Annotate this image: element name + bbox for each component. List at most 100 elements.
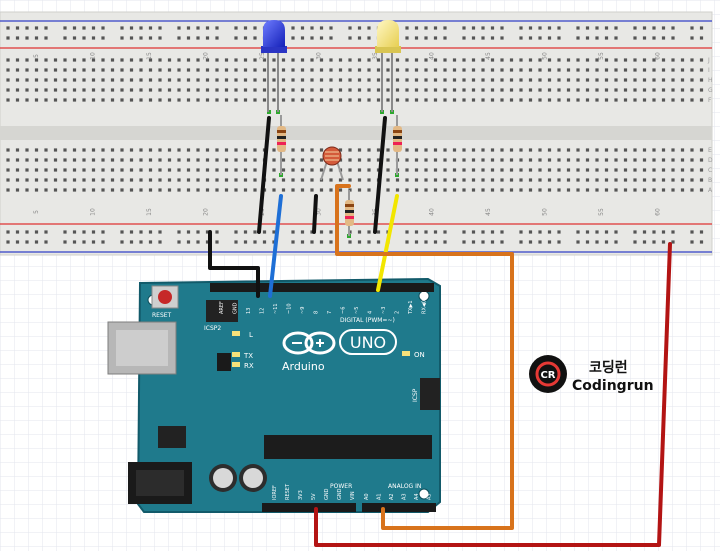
breadboard-hole: [319, 188, 324, 192]
breadboard-hole: [25, 240, 29, 244]
breadboard-hole: [671, 168, 675, 172]
breadboard-hole: [186, 240, 191, 244]
pin-label: VIN: [350, 491, 356, 500]
breadboard-hole: [595, 168, 599, 172]
breadboard-hole: [509, 78, 514, 82]
breadboard-hole: [272, 158, 276, 162]
breadboard-hole: [120, 36, 124, 40]
breadboard-hole: [253, 26, 257, 30]
breadboard-hole: [557, 36, 561, 40]
breadboard-hole: [481, 240, 485, 244]
breadboard-hole: [205, 78, 210, 82]
breadboard-hole: [25, 168, 29, 172]
breadboard-hole: [395, 78, 400, 82]
breadboard-hole: [557, 178, 561, 182]
breadboard-hole: [576, 230, 580, 234]
column-number: 25: [259, 52, 266, 60]
breadboard-hole: [661, 26, 666, 30]
breadboard-hole: [547, 158, 552, 162]
breadboard-hole: [576, 78, 580, 82]
breadboard-hole: [272, 178, 276, 182]
breadboard-hole: [452, 158, 457, 162]
breadboard-hole: [329, 88, 333, 92]
breadboard-hole: [699, 78, 704, 82]
breadboard-hole: [443, 26, 447, 30]
breadboard-hole: [167, 158, 172, 162]
breadboard-hole: [424, 178, 428, 182]
breadboard-hole: [319, 88, 324, 92]
breadboard-hole: [566, 58, 571, 62]
breadboard-hole: [205, 88, 210, 92]
breadboard-hole: [234, 230, 238, 234]
breadboard-hole: [414, 26, 419, 30]
breadboard-hole: [348, 168, 352, 172]
breadboard-hole: [129, 178, 134, 182]
breadboard-hole: [623, 158, 628, 162]
breadboard-hole: [6, 58, 10, 62]
breadboard-hole: [557, 88, 561, 92]
digital-header: [210, 283, 434, 292]
breadboard-hole: [243, 148, 248, 152]
breadboard-hole: [205, 168, 210, 172]
breadboard-hole: [462, 178, 466, 182]
breadboard-hole: [652, 188, 656, 192]
breadboard-hole: [139, 98, 143, 102]
breadboard-hole: [652, 158, 656, 162]
breadboard-hole: [557, 240, 561, 244]
breadboard-hole: [443, 178, 447, 182]
breadboard-hole: [215, 240, 219, 244]
breadboard-hole: [528, 230, 533, 234]
breadboard-hole: [671, 188, 675, 192]
breadboard-hole: [63, 158, 67, 162]
column-number: 45: [485, 208, 492, 216]
breadboard-hole: [557, 148, 561, 152]
breadboard-hole: [110, 98, 115, 102]
breadboard-hole: [452, 168, 457, 172]
breadboard-hole: [661, 148, 666, 152]
breadboard-hole: [414, 98, 419, 102]
breadboard-hole: [243, 168, 248, 172]
breadboard-hole: [205, 26, 210, 30]
breadboard-hole: [443, 58, 447, 62]
breadboard-hole: [329, 58, 333, 62]
column-number: 55: [598, 52, 605, 60]
breadboard-hole: [63, 88, 67, 92]
breadboard-hole: [186, 230, 191, 234]
breadboard-hole: [291, 158, 295, 162]
breadboard-hole: [500, 98, 504, 102]
breadboard-hole: [652, 178, 656, 182]
breadboard-hole: [405, 158, 409, 162]
breadboard-hole: [186, 178, 191, 182]
breadboard-hole: [253, 178, 257, 182]
breadboard-hole: [585, 36, 590, 40]
breadboard-hole: [481, 78, 485, 82]
breadboard-hole: [386, 148, 390, 152]
breadboard-hole: [500, 78, 504, 82]
breadboard-hole: [538, 36, 542, 40]
breadboard-hole: [500, 158, 504, 162]
breadboard-hole: [234, 88, 238, 92]
breadboard-hole: [148, 98, 153, 102]
breadboard-hole: [6, 88, 10, 92]
breadboard-hole: [205, 36, 210, 40]
breadboard-hole: [680, 168, 685, 172]
breadboard-hole: [671, 148, 675, 152]
breadboard-hole: [367, 68, 371, 72]
breadboard-hole: [652, 78, 656, 82]
yellow-wire: [376, 194, 399, 292]
pin-label: ~6: [341, 307, 347, 314]
breadboard-hole: [557, 158, 561, 162]
breadboard-hole: [110, 68, 115, 72]
breadboard-hole: [186, 188, 191, 192]
breadboard-hole: [490, 188, 495, 192]
breadboard-hole: [547, 88, 552, 92]
breadboard-hole: [44, 88, 48, 92]
breadboard-hole: [547, 68, 552, 72]
breadboard-hole: [63, 188, 67, 192]
breadboard-hole: [348, 158, 352, 162]
breadboard-hole: [53, 98, 58, 102]
breadboard-hole: [91, 148, 96, 152]
reset-button-icon[interactable]: [151, 285, 179, 309]
breadboard-hole: [82, 98, 86, 102]
